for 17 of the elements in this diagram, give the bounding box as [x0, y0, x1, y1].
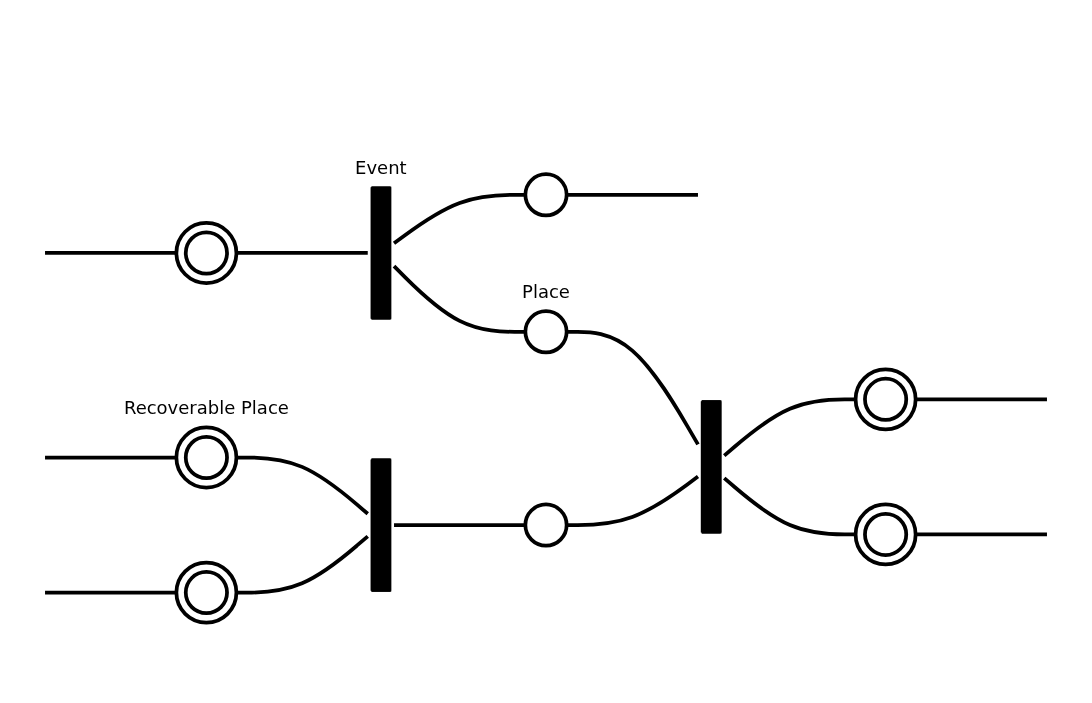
connector [915, 397, 1047, 402]
connector [45, 590, 177, 595]
connector [566, 192, 698, 197]
node-circle [523, 309, 569, 355]
node-doublecircle [174, 425, 239, 490]
node-caption: Recoverable Place [123, 397, 289, 419]
node-doublecircle [174, 560, 239, 625]
connector [45, 251, 177, 255]
node-doublecircle [853, 367, 918, 432]
node-circle [523, 172, 569, 218]
node-caption: Event [355, 157, 407, 179]
node-doublecircle [174, 221, 239, 285]
connector [915, 532, 1047, 537]
node-circle [523, 502, 569, 548]
node-doublecircle [853, 502, 918, 567]
connector [45, 455, 177, 460]
node-caption: Place [522, 281, 570, 303]
